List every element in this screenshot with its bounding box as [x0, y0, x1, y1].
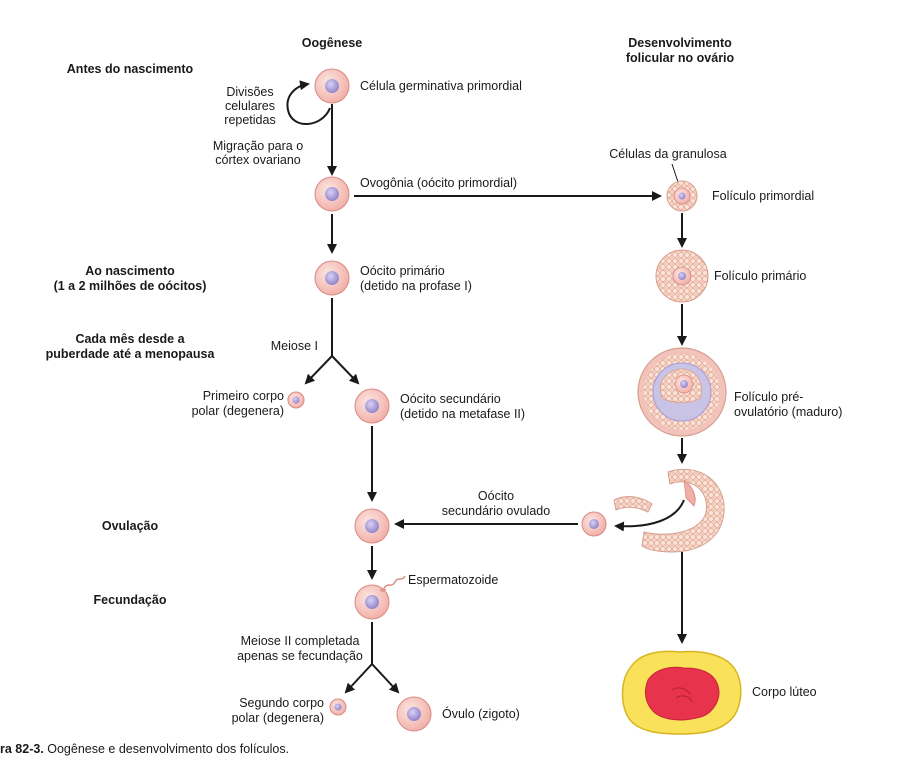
stage-before-birth: Antes do nascimento — [67, 62, 194, 76]
meiosis2-line1: Meiose II completada — [241, 634, 360, 648]
primary-oocyte-cell — [314, 260, 350, 296]
oogenesis-header: Oogênese — [302, 36, 362, 50]
stage-monthly-line1: Cada mês desde a — [75, 332, 185, 346]
migration-line2: córtex ovariano — [215, 153, 301, 167]
repeated-divisions-line1: Divisões — [226, 85, 273, 99]
follicular-header-line2: folicular no ovário — [626, 51, 735, 65]
caption-label: ra 82-3. — [0, 742, 44, 756]
ovulated-oocyte-cell — [581, 511, 607, 537]
ovulated-oocyte-line1: Oócito — [478, 489, 514, 503]
preovulatory-follicle — [637, 347, 727, 437]
preovulatory-follicle-line2: ovulatório (maduro) — [734, 405, 842, 419]
ovulated-oocyte-line2: secundário ovulado — [442, 504, 550, 518]
repeated-divisions-line2: celulares — [225, 99, 275, 113]
repeated-divisions-arrow — [286, 80, 331, 125]
oogenesis-diagram: Oogênese Desenvolvimento folicular no ov… — [46, 36, 842, 735]
meiosis1-left-arrow — [304, 355, 333, 385]
stage-fertilization: Fecundação — [94, 593, 167, 607]
oogonium-label: Ovogônia (oócito primordial) — [360, 176, 517, 190]
ovulated-release-arrow — [614, 499, 685, 532]
primordial-germ-cell — [314, 68, 350, 104]
stage-at-birth-line2: (1 a 2 milhões de oócitos) — [54, 279, 207, 293]
fertilized-oocyte-cell — [354, 584, 390, 620]
primordial-follicle-label: Folículo primordial — [712, 189, 814, 203]
preovulatory-follicle-line1: Folículo pré- — [734, 390, 803, 404]
oogonium-cell — [314, 176, 350, 212]
ruptured-follicle — [613, 468, 725, 553]
granulosa-cells-label: Células da granulosa — [609, 147, 726, 161]
granulosa-pointer — [671, 163, 679, 183]
migration-line1: Migração para o — [213, 139, 303, 153]
secondary-oocyte-line1: Oócito secundário — [400, 392, 501, 406]
stage-monthly-line2: puberdade até a menopausa — [46, 347, 216, 361]
primary-oocyte-line2: (detido na profase I) — [360, 279, 472, 293]
meiosis2-right-arrow — [371, 663, 400, 694]
second-polar-body-line1: Segundo corpo — [239, 696, 324, 710]
corpus-luteum — [621, 650, 742, 735]
stage-ovulation: Ovulação — [102, 519, 159, 533]
figure-caption: ra 82-3. Oogênese e desenvolvimento dos … — [0, 742, 289, 756]
second-polar-body — [329, 698, 347, 716]
ovum-cell — [396, 696, 432, 732]
first-polar-body-line1: Primeiro corpo — [203, 389, 284, 403]
sperm-label: Espermatozoide — [408, 573, 498, 587]
secondary-oocyte-cell — [354, 388, 390, 424]
meiosis1-right-arrow — [331, 355, 360, 385]
primary-follicle — [655, 249, 709, 303]
repeated-divisions-line3: repetidas — [224, 113, 275, 127]
meiosis2-left-arrow — [344, 663, 373, 694]
secondary-oocyte-line2: (detido na metafase II) — [400, 407, 525, 421]
ovum-label: Óvulo (zigoto) — [442, 706, 520, 721]
primary-oocyte-line1: Oócito primário — [360, 264, 445, 278]
first-polar-body-line2: polar (degenera) — [192, 404, 284, 418]
primordial-germ-cell-label: Célula germinativa primordial — [360, 79, 522, 93]
sperm-icon — [380, 575, 406, 592]
stage-at-birth-line1: Ao nascimento — [85, 264, 175, 278]
meiosis1-label: Meiose I — [271, 339, 318, 353]
ovulation-oocyte-cell — [354, 508, 390, 544]
meiosis2-line2: apenas se fecundação — [237, 649, 363, 663]
follicular-header-line1: Desenvolvimento — [628, 36, 732, 50]
primary-follicle-label: Folículo primário — [714, 269, 806, 283]
corpus-luteum-label: Corpo lúteo — [752, 685, 817, 699]
primordial-follicle — [666, 180, 698, 212]
second-polar-body-line2: polar (degenera) — [232, 711, 324, 725]
caption-text: Oogênese e desenvolvimento dos folículos… — [43, 742, 290, 756]
first-polar-body — [287, 391, 305, 409]
